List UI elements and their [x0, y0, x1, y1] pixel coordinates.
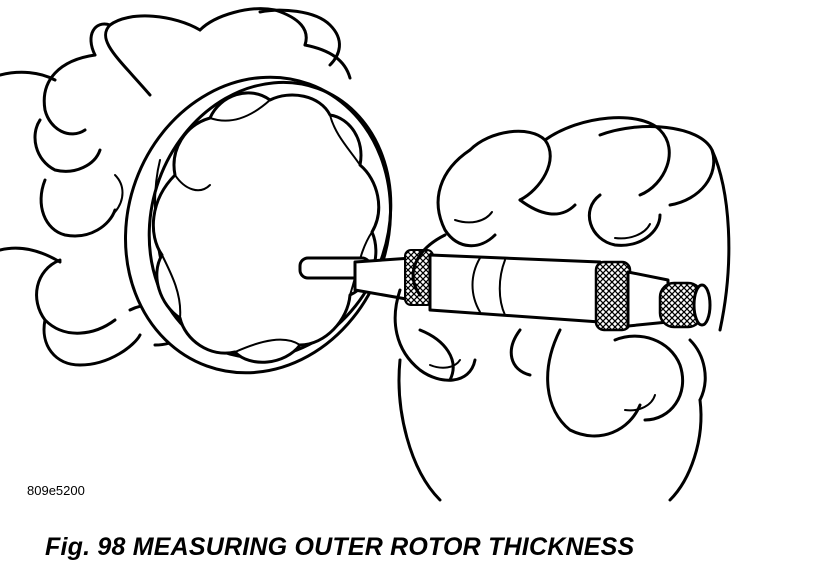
figure-reference-code: 809e5200	[27, 483, 85, 498]
micrometer	[298, 249, 712, 332]
outer-rotor	[124, 75, 393, 375]
figure-caption: Fig. 98 MEASURING OUTER ROTOR THICKNESS	[45, 533, 635, 561]
right-hand-drawing	[393, 116, 731, 502]
